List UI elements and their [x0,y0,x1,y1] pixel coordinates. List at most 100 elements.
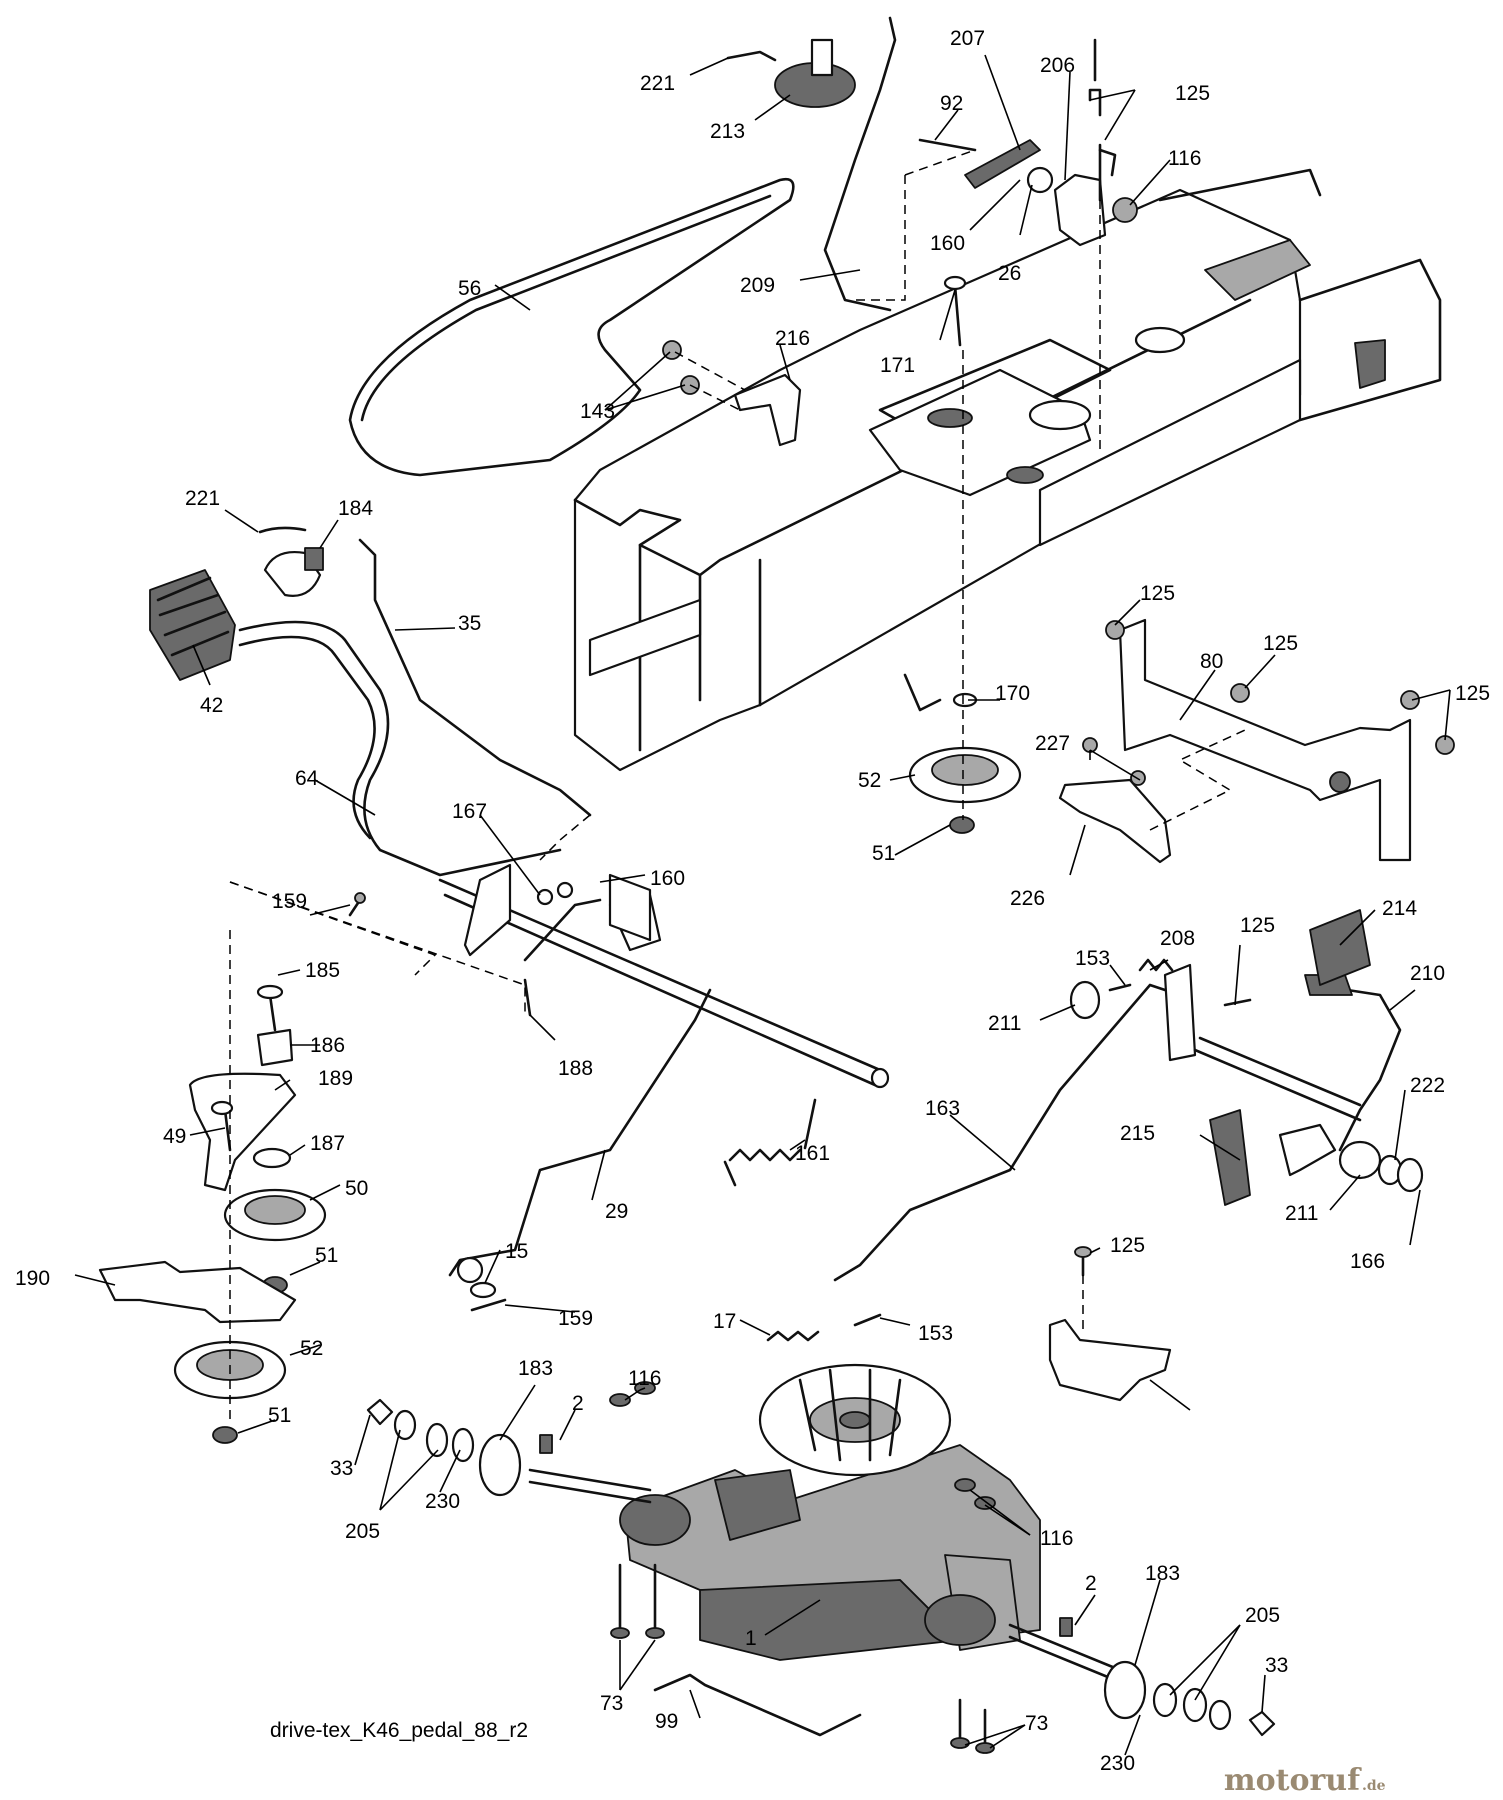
callout-159-b: 159 [558,1307,593,1330]
callout-15: 15 [505,1240,528,1263]
pedal-arm-210 [1313,983,1402,1152]
callout-211: 211 [988,1012,1021,1035]
callout-49: 49 [163,1125,186,1148]
callout-labels: 221 213 207 92 206 125 116 56 160 26 209… [15,27,1490,1775]
lever-tube-64 [238,620,562,877]
callout-160-b: 160 [650,867,685,890]
callout-170: 170 [995,682,1030,705]
callout-153: 153 [1075,947,1110,970]
callout-116-c: 116 [1040,1527,1073,1550]
watermark-logo: motoruf .de [1224,1763,1386,1798]
callout-230-b: 230 [1100,1752,1135,1775]
callout-125-d: 125 [1455,682,1490,705]
callout-183: 183 [518,1357,553,1380]
callout-213: 213 [710,120,745,143]
callout-221: 221 [640,72,675,95]
callout-188: 188 [558,1057,593,1080]
callout-50: 50 [345,1177,368,1200]
callout-2: 2 [572,1392,584,1415]
callout-205-b: 205 [1245,1604,1280,1627]
callout-33-b: 33 [1265,1654,1288,1677]
pedal-cover-215 [1209,1109,1251,1206]
callout-153-b: 153 [918,1322,953,1345]
callout-26: 26 [998,262,1021,285]
callout-52: 52 [858,769,881,792]
callout-221-left: 221 [185,487,220,510]
rod-99 [653,1673,862,1737]
cable-35 [358,538,592,817]
spring-161 [728,1148,802,1162]
callout-207: 207 [950,27,985,50]
callout-116-b: 116 [628,1367,661,1390]
callout-17: 17 [713,1310,736,1333]
callout-99: 99 [655,1710,678,1733]
callout-73: 73 [600,1692,623,1715]
callout-167: 167 [452,800,487,823]
callout-184: 184 [338,497,373,520]
callout-159: 159 [272,890,307,913]
callout-183-b: 183 [1145,1562,1180,1585]
bracket-216 [733,373,802,447]
drive-belt [348,177,795,477]
callout-125: 125 [1175,82,1210,105]
callout-52-b: 52 [300,1337,323,1360]
callout-161: 161 [795,1142,830,1165]
callout-186: 186 [310,1034,345,1057]
cover-190 [98,1260,297,1324]
callout-125-e: 125 [1240,914,1275,937]
rod-29 [448,988,712,1277]
callout-33: 33 [330,1457,353,1480]
callout-208: 208 [1160,927,1195,950]
callout-190: 190 [15,1267,50,1290]
callout-51-c: 51 [268,1404,291,1427]
pedal-pad-214 [1309,909,1371,986]
watermark-main: motoruf [1224,1763,1362,1798]
callout-216: 216 [775,327,810,350]
callout-51-b: 51 [315,1244,338,1267]
tractor-frame [573,168,1442,772]
callout-209: 209 [740,274,775,297]
callout-171: 171 [880,354,915,377]
callout-230: 230 [425,1490,460,1513]
diagram-caption: drive-tex_K46_pedal_88_r2 [270,1719,528,1742]
callout-42: 42 [200,694,223,717]
callout-51: 51 [872,842,895,865]
callout-205: 205 [345,1520,380,1543]
shield-225 [1048,1318,1172,1402]
callout-2-b: 2 [1085,1572,1097,1595]
assembly-guides [229,149,1101,1015]
callout-160: 160 [930,232,965,255]
callout-29: 29 [605,1200,628,1223]
callout-64: 64 [295,767,319,790]
leader-lines [74,54,1451,1756]
callout-210: 210 [1410,962,1445,985]
rod-163 [833,983,1167,1282]
callout-73-b: 73 [1025,1712,1048,1735]
rod-209 [823,16,897,312]
bracket-80 [1118,618,1412,862]
callout-35: 35 [458,612,481,635]
transaxle-1 [619,1363,1041,1661]
callout-92: 92 [940,92,963,115]
part-drawings [98,16,1455,1754]
callout-226: 226 [1010,887,1045,910]
callout-143: 143 [580,400,615,423]
callout-227: 227 [1035,732,1070,755]
callout-125-b: 125 [1140,582,1175,605]
callout-166: 166 [1350,1250,1385,1273]
callout-211-b: 211 [1285,1202,1318,1225]
callout-222: 222 [1410,1074,1445,1097]
callout-163: 163 [925,1097,960,1120]
callout-80: 80 [1200,650,1223,673]
callout-187: 187 [310,1132,345,1155]
callout-206: 206 [1040,54,1075,77]
callout-185: 185 [305,959,340,982]
callout-116: 116 [1168,147,1201,170]
watermark-suffix: .de [1362,1778,1386,1794]
callout-56: 56 [458,277,481,300]
callout-214: 214 [1382,897,1417,920]
callout-189: 189 [318,1067,353,1090]
callout-125-c: 125 [1263,632,1298,655]
